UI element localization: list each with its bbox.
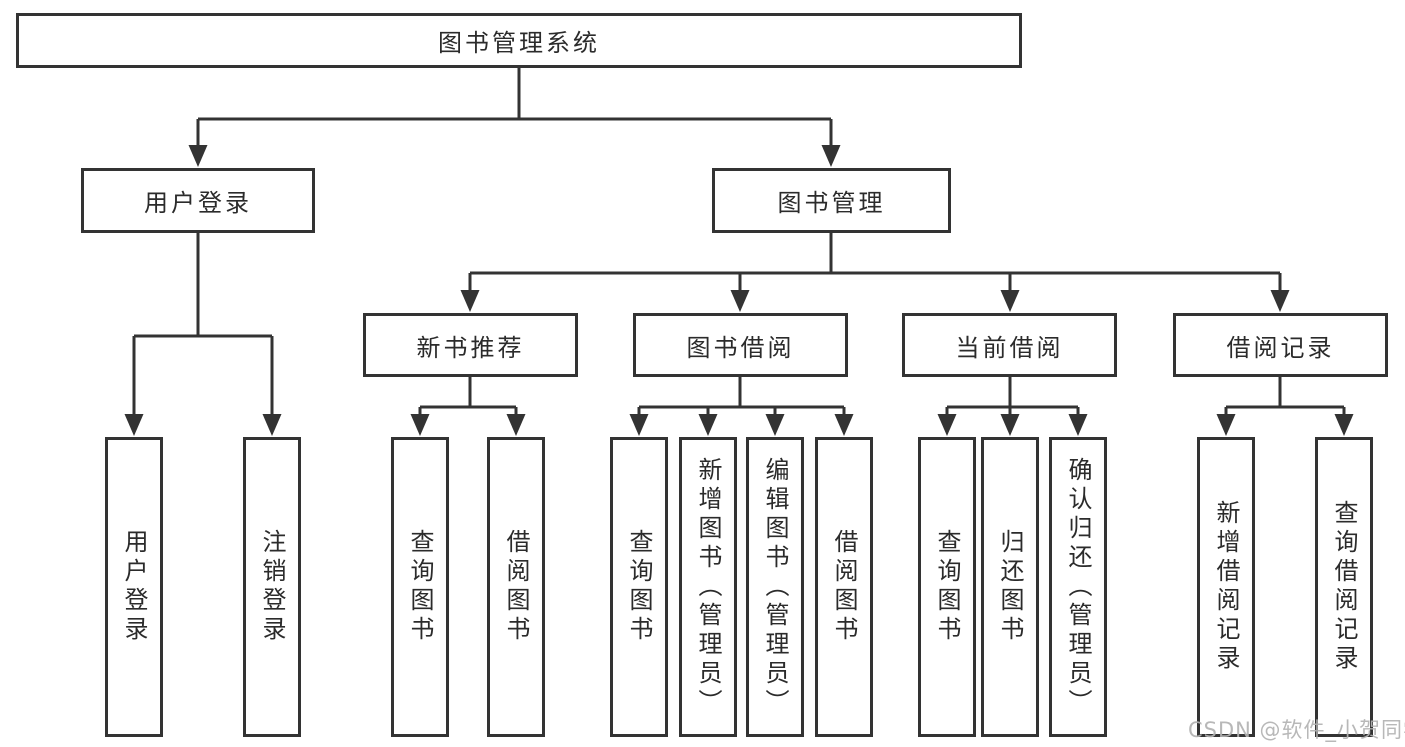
node-book-management: 图书管理 <box>712 168 951 233</box>
leaf-return-books: 归还图书 <box>981 437 1039 737</box>
leaf-query-books-recommend: 查询图书 <box>391 437 449 737</box>
node-new-book-recommend: 新书推荐 <box>363 313 578 377</box>
leaf-borrow-books: 借阅图书 <box>815 437 873 737</box>
leaf-add-borrow-record: 新增借阅记录 <box>1197 437 1255 737</box>
leaf-query-books-current: 查询图书 <box>918 437 976 737</box>
node-current-borrow: 当前借阅 <box>902 313 1117 377</box>
leaf-confirm-return-admin: 确认归还（管理员） <box>1049 437 1107 737</box>
node-book-borrow: 图书借阅 <box>633 313 848 377</box>
connector-new-book-recommend-children <box>410 377 526 436</box>
leaf-add-books-admin: 新增图书（管理员） <box>679 437 737 737</box>
node-library-management-system: 图书管理系统 <box>16 13 1022 68</box>
node-borrow-records: 借阅记录 <box>1173 313 1388 377</box>
connector-root-to-level2 <box>188 68 841 167</box>
connector-user-login-children <box>124 233 282 436</box>
leaf-borrow-books-recommend: 借阅图书 <box>487 437 545 737</box>
connector-borrow-records-children <box>1216 377 1354 436</box>
node-user-login: 用户登录 <box>81 168 315 233</box>
connector-book-management-children <box>460 233 1290 312</box>
connector-book-borrow-children <box>629 377 854 436</box>
leaf-user-login: 用户登录 <box>105 437 163 737</box>
connector-current-borrow-children <box>937 377 1088 436</box>
leaf-query-books-borrow: 查询图书 <box>610 437 668 737</box>
leaf-edit-books-admin: 编辑图书（管理员） <box>746 437 804 737</box>
leaf-logout: 注销登录 <box>243 437 301 737</box>
csdn-watermark: CSDN @软件_小贺同学 <box>1188 718 1405 742</box>
leaf-query-borrow-record: 查询借阅记录 <box>1315 437 1373 737</box>
